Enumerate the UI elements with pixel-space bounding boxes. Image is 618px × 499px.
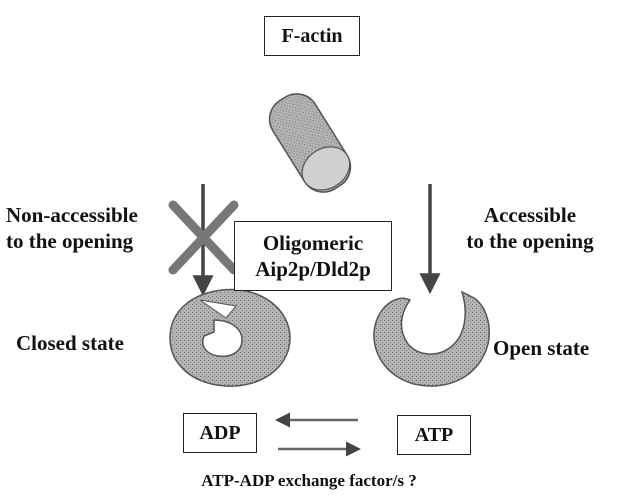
open-state-label: Open state xyxy=(493,336,590,360)
closed-state-label: Closed state xyxy=(16,331,124,355)
atp-box: ATP xyxy=(397,415,471,455)
non-accessible-line2: to the opening xyxy=(6,229,134,253)
cross-icon xyxy=(168,200,239,275)
oligomeric-line1: Oligomeric xyxy=(262,231,364,255)
f-actin-filament xyxy=(268,93,352,193)
equilibrium-arrows xyxy=(275,412,361,457)
accessible-line1: Accessible xyxy=(483,203,577,227)
adp-box: ADP xyxy=(183,413,257,453)
open-state-crescent-icon xyxy=(373,290,490,387)
closed-state-ring-icon xyxy=(169,288,291,387)
accessible-line2: to the opening xyxy=(466,229,594,253)
adp-label: ADP xyxy=(199,421,241,444)
accessible-label: Accessible to the opening xyxy=(448,202,612,254)
f-actin-box: F-actin xyxy=(264,16,360,56)
f-actin-label: F-actin xyxy=(281,24,343,47)
exchange-factor-label: ATP-ADP exchange factor/s ? xyxy=(201,471,417,490)
oligomeric-box: Oligomeric Aip2p/Dld2p xyxy=(234,221,392,291)
non-accessible-label: Non-accessible to the opening xyxy=(6,202,138,254)
atp-label: ATP xyxy=(414,423,454,446)
oligomeric-line2: Aip2p/Dld2p xyxy=(255,257,371,281)
non-accessible-line1: Non-accessible xyxy=(6,203,138,227)
